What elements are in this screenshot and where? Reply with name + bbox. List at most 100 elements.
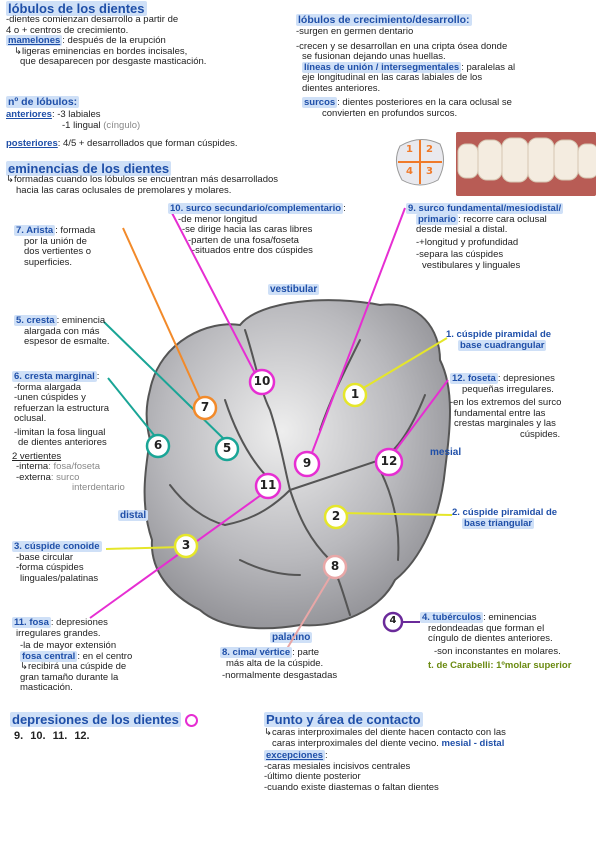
item-4: 4. tubérculos: eminencias redondeadas qu… (420, 612, 598, 672)
crecimiento-line: dientes anteriores. (302, 82, 381, 94)
excepcion-item: -último diente posterior (264, 771, 361, 782)
surcos-text: : dientes posteriores en la cara oclusal… (337, 97, 512, 108)
molar-quadrant-illustration: 1 2 3 4 (394, 136, 446, 188)
palatino-label: palatino (270, 632, 313, 643)
circle-icon (184, 714, 198, 728)
item-8-title: 8. cima/ vértice (220, 647, 293, 658)
item-1: 1. cúspide piramidal de base cuadrangula… (446, 329, 596, 351)
n-lobulos-title: nº de lóbulos: (6, 96, 80, 108)
item-7: 7. Arista: formada por la unión de dos v… (14, 225, 124, 268)
eminencias-title: eminencias de los dientes (6, 161, 172, 176)
fosa-central-text: : en el centro (77, 650, 133, 662)
item-8-text: : parte (292, 647, 320, 658)
fosa-central-label: fosa central (20, 650, 78, 662)
item-10-line: -parten de una fosa/foseta (188, 234, 299, 246)
item-7-title: 7. Arista (14, 225, 56, 236)
teeth-photo (456, 132, 596, 196)
quadrant-label: 3 (426, 166, 433, 177)
crecimiento-title: lóbulos de crecimiento/desarrollo: (296, 14, 472, 26)
item-6-interna: -interna (16, 461, 49, 472)
item-11: 11. fosa: depresiones irregulares grande… (12, 617, 162, 694)
contacto-section: Punto y área de contacto ↳caras interpro… (264, 712, 594, 793)
item-9-line: -separa las cúspides (416, 249, 504, 260)
item-12-line: pequeñas irregulares. (462, 383, 554, 395)
depresiones-title: depresiones de los dientes (10, 712, 181, 727)
item-7-line: superficies. (24, 256, 73, 268)
item-9-line: vestibulares y linguales (422, 259, 521, 271)
vestibular-label: vestibular (268, 284, 320, 295)
lineas-label: líneas de unión / intersegmentales (302, 61, 462, 73)
item-2-title: 2. cúspide piramidal de (452, 507, 558, 518)
marker-10: 10 (253, 374, 271, 388)
item-4-text: : eminencias (483, 612, 537, 623)
mamelones-label: mamelones (6, 35, 63, 46)
marker-3: 3 (181, 538, 191, 552)
lobulos-line: -dientes comienzan desarrollo a partir d… (6, 14, 179, 25)
item-11-line: -la de mayor extensión (20, 640, 117, 651)
item-12-line: fundamental entre las (454, 407, 546, 419)
item-10-line: -se dirige hacia las caras libres (182, 224, 313, 235)
item-4-line: cíngulo de dientes anteriores. (428, 633, 553, 644)
contacto-title: Punto y área de contacto (264, 712, 423, 727)
n-lobulos-section: nº de lóbulos: anteriores: -3 labiales -… (6, 96, 238, 149)
marker-5: 5 (222, 441, 232, 455)
marker-8: 8 (330, 559, 340, 573)
item-10-line: -situados entre dos cúspides (192, 245, 313, 256)
item-9: 9. surco fundamental/mesiodistal/ primar… (406, 203, 596, 271)
item-6-externa-text: : surco (50, 471, 80, 483)
anteriores-item: -3 labiales (57, 109, 101, 120)
item-6: 6. cresta marginal: -forma alargada -une… (12, 371, 152, 494)
item-12-line: cúspides. (520, 428, 561, 440)
surcos-label: surcos (302, 97, 338, 108)
marker-12: 12 (380, 454, 398, 468)
item-11-text: : depresiones (50, 617, 108, 628)
item-6-line: -limitan la fosa lingual (14, 426, 106, 438)
item-3-line: -forma cúspides (16, 562, 84, 573)
item-6-line: de dientes anteriores (18, 437, 107, 448)
item-10-line: -de menor longitud (178, 213, 258, 225)
item-9-title: 9. surco fundamental/mesiodistal/ (406, 203, 564, 214)
item-2-title2: base triangular (462, 517, 535, 529)
crecimiento-line: eje longitudinal en las caras labiales d… (302, 72, 483, 83)
marker-6: 6 (153, 438, 163, 452)
item-6-title: 6. cresta marginal (12, 371, 97, 382)
depresiones-list: 9. 10. 11. 12. (14, 730, 90, 743)
item-12: 12. foseta: depresiones pequeñas irregul… (450, 373, 596, 440)
item-7-text: : formada (55, 225, 96, 236)
item-6-externa-text2: interdentario (72, 482, 125, 493)
lobulos-title: lóbulos de los dientes (6, 1, 147, 16)
item-11-line: gran tamaño durante la (20, 671, 119, 683)
eminencias-line: hacia las caras oclusales de premolares … (16, 184, 232, 196)
marker-4: 4 (389, 615, 397, 626)
arrow-icon: ↳ (264, 727, 272, 738)
carabelli-label: t. de Carabelli (428, 660, 491, 671)
item-7-line: por la unión de (24, 235, 87, 247)
item-4-title: 4. tubérculos (420, 612, 484, 623)
item-6-interna-text: : fosa/foseta (48, 461, 100, 472)
posteriores-label: posteriores (6, 138, 58, 149)
item-6-line: oclusal. (14, 413, 47, 424)
item-3: 3. cúspide conoide -base circular -forma… (12, 541, 142, 584)
lobulos-line: 4 o + centros de crecimiento. (6, 24, 129, 36)
item-5: 5. cresta: eminencia alargada con más es… (14, 315, 134, 348)
arrow-icon: ↳ (6, 174, 14, 185)
item-2: 2. cúspide piramidal de base triangular (452, 507, 598, 529)
item-1-title: 1. cúspide piramidal de (446, 329, 552, 340)
arrow-icon: ↳ (20, 661, 28, 672)
quadrant-label: 1 (406, 144, 413, 155)
item-12-text: : depresiones (497, 373, 555, 384)
lobulos-line: ligeras eminencias en bordes incisales, (21, 45, 188, 57)
arrow-icon: ↳ (14, 45, 22, 57)
item-9-text: : recorre cara oclusal (458, 213, 547, 225)
item-9-line: desde mesial a distal. (416, 224, 508, 235)
item-3-line: linguales/palatinas (20, 572, 99, 584)
distal-label: distal (118, 510, 149, 521)
marker-1: 1 (350, 387, 360, 401)
depresiones-section: depresiones de los dientes 9. 10. 11. 12… (10, 712, 250, 743)
item-9-line: -+longitud y profundidad (416, 236, 519, 248)
item-12-line: -en los extremos del surco (450, 397, 562, 408)
item-8-line: más alta de la cúspide. (226, 657, 324, 669)
cingulo-note: (cíngulo) (103, 119, 141, 131)
item-4-line: -son inconstantes en molares. (434, 645, 561, 657)
